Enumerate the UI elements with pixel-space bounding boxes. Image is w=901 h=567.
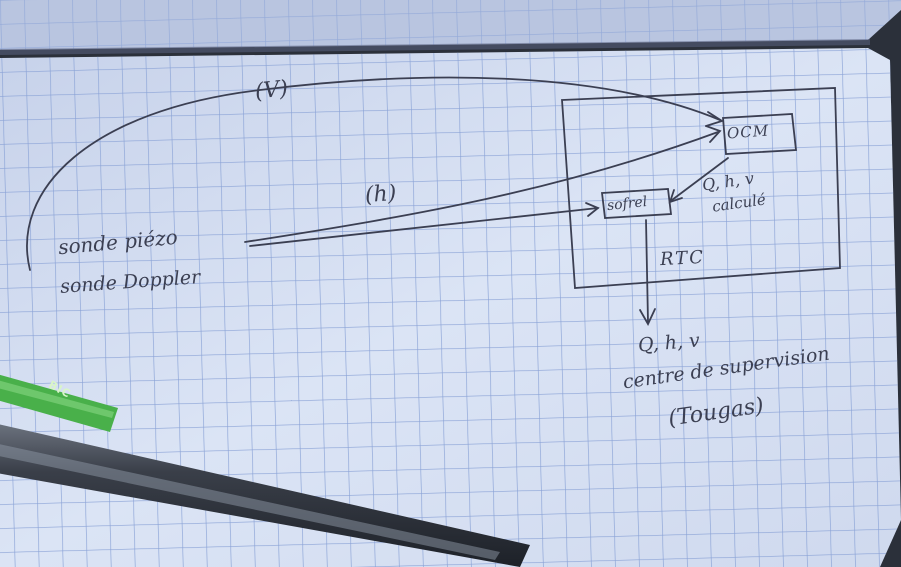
h-arrow-path [244, 131, 719, 243]
ocm-label: OCM [726, 121, 770, 143]
sofrel-down-arrow [645, 219, 649, 323]
label-v: (V) [253, 76, 290, 105]
sofrel-box-outline [600, 188, 673, 219]
v-arrow-path [26, 76, 721, 271]
rtc-box-outline [561, 87, 841, 289]
label-h: (h) [364, 180, 398, 209]
sonde-to-sofrel-arrow [249, 207, 599, 247]
diagram-strokes [26, 76, 841, 326]
ocm-box-outline [722, 113, 797, 155]
rtc-label: RTC [659, 246, 706, 271]
ocm-to-sofrel-arrow [671, 157, 729, 201]
pen [0, 374, 530, 567]
